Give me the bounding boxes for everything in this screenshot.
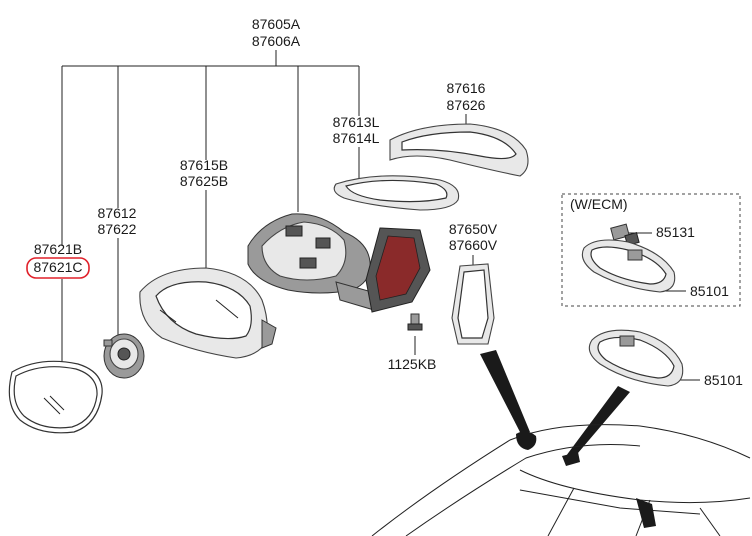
inner-mirror	[588, 329, 684, 387]
car-outline	[371, 424, 751, 536]
label-housing-b: 87625B	[180, 173, 228, 189]
mirror-body-assembly	[247, 213, 375, 311]
highlight-ring	[26, 257, 90, 279]
label-glass-b: 87621C	[33, 259, 82, 275]
callout-arrows	[480, 350, 630, 460]
label-repeater-b: 87614L	[333, 130, 380, 146]
label-variant: (W/ECM)	[570, 196, 628, 212]
label-housing-a: 87615B	[180, 157, 228, 173]
label-cap-a: 87616	[447, 80, 486, 96]
label-repeater-a: 87613L	[333, 114, 380, 130]
label-actuator-a: 87612	[98, 205, 137, 221]
label-cover-a: 87650V	[449, 221, 498, 237]
label-cover-b: 87660V	[449, 237, 498, 253]
mirror-cover	[451, 263, 495, 345]
label-inner-mirror-ecm: 85101	[690, 283, 729, 299]
label-sensor: 85131	[656, 224, 695, 240]
inner-mirror-ecm	[581, 239, 676, 293]
mirror-housing-frame	[139, 267, 277, 359]
label-screw: 1125KB	[388, 356, 437, 372]
label-cap-b: 87626	[447, 97, 486, 113]
screw	[407, 313, 423, 331]
mirror-outer-base	[365, 227, 431, 313]
label-inner-mirror: 85101	[704, 372, 743, 388]
mirror-cap	[389, 123, 529, 177]
turn-signal-repeater	[333, 175, 460, 211]
label-actuator-b: 87622	[98, 221, 137, 237]
label-glass-a: 87621B	[34, 241, 82, 257]
mirror-glass	[8, 360, 103, 434]
label-assembly-b: 87606A	[252, 33, 301, 49]
label-assembly-a: 87605A	[252, 16, 301, 32]
variant-box	[561, 193, 741, 307]
mirror-actuator	[103, 333, 145, 379]
